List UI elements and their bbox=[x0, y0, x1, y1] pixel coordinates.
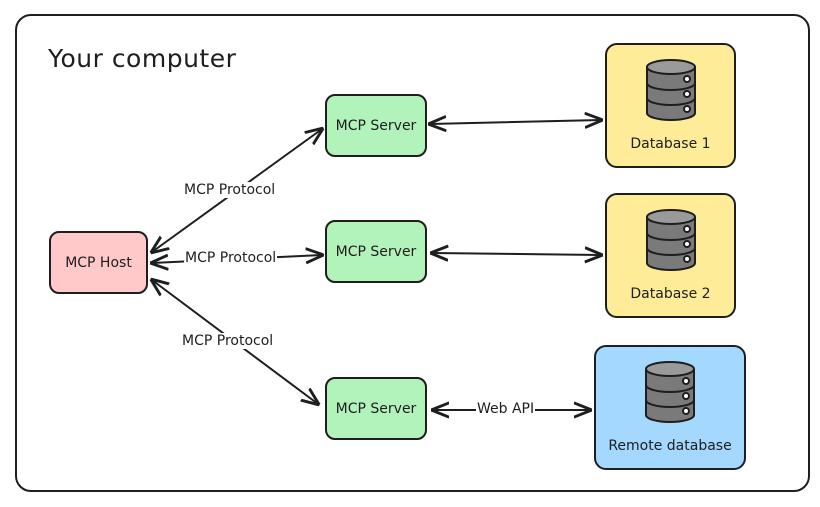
database-icon bbox=[645, 361, 695, 423]
database-1-node: Database 1 bbox=[605, 43, 736, 168]
mcp-server-label: MCP Server bbox=[335, 243, 417, 260]
edge-label-mcp-protocol-middle: MCP Protocol bbox=[184, 250, 278, 266]
mcp-host-node: MCP Host bbox=[49, 231, 148, 294]
mcp-host-label: MCP Host bbox=[65, 254, 132, 271]
database-icon bbox=[645, 59, 696, 121]
mcp-server-label: MCP Server bbox=[335, 400, 417, 417]
mcp-server-node-3: MCP Server bbox=[325, 377, 427, 440]
database-2-node: Database 2 bbox=[605, 193, 736, 318]
mcp-server-label: MCP Server bbox=[335, 117, 417, 134]
database-1-label: Database 1 bbox=[630, 136, 711, 152]
edge-label-mcp-protocol-top: MCP Protocol bbox=[183, 182, 277, 198]
your-computer-frame bbox=[15, 14, 810, 492]
diagram-title: Your computer bbox=[48, 44, 237, 73]
edge-label-mcp-protocol-bottom: MCP Protocol bbox=[181, 333, 275, 349]
remote-database-node: Remote database bbox=[594, 345, 746, 470]
mcp-server-node-2: MCP Server bbox=[325, 220, 427, 283]
mcp-server-node-1: MCP Server bbox=[325, 94, 427, 157]
edge-label-web-api: Web API bbox=[476, 401, 536, 417]
database-icon bbox=[645, 209, 696, 271]
remote-database-label: Remote database bbox=[608, 438, 732, 454]
database-2-label: Database 2 bbox=[630, 286, 711, 302]
